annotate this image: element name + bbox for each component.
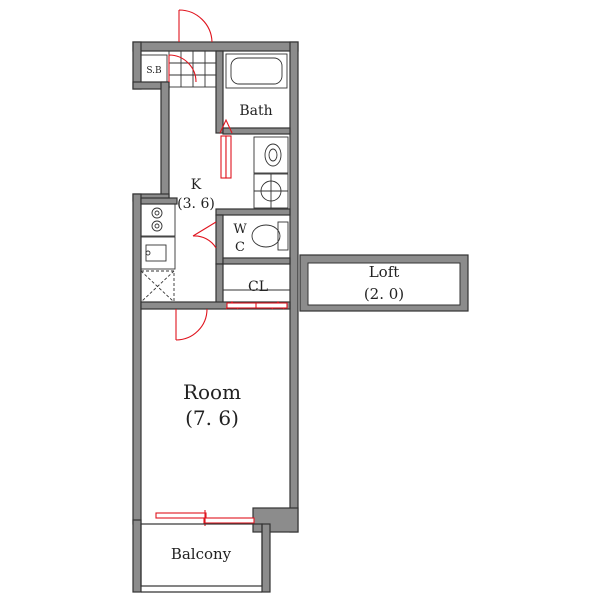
toilet-bowl xyxy=(251,224,281,248)
room-area: (7. 6) xyxy=(185,406,239,430)
stove xyxy=(140,203,176,237)
bath-door xyxy=(219,118,233,134)
bath-label: Bath xyxy=(239,103,272,119)
toilet-door xyxy=(192,221,217,249)
room-door xyxy=(175,308,208,341)
storage-label: S.B xyxy=(146,66,162,76)
bathtub xyxy=(225,53,288,89)
balcony xyxy=(132,519,263,593)
exterior-walls xyxy=(132,41,299,593)
fixtures xyxy=(140,53,290,303)
storage-box xyxy=(140,54,168,83)
loft-label: Loft xyxy=(369,263,400,281)
balcony-window xyxy=(155,512,207,519)
room-labels: S.B Bath K (3. 6) W C CL Loft (2. 0) Roo… xyxy=(146,66,404,563)
loft xyxy=(299,254,469,312)
loft-area: (2. 0) xyxy=(364,285,404,303)
toilet-tank xyxy=(277,221,289,251)
kitchen-sink xyxy=(140,236,176,270)
balcony-label: Balcony xyxy=(171,545,232,563)
kitchen-area: (3. 6) xyxy=(177,196,215,212)
washbasin xyxy=(253,136,289,174)
doors-and-windows xyxy=(155,9,288,526)
closet-label: CL xyxy=(248,279,268,295)
kitchen-label: K xyxy=(191,177,202,193)
toilet-label-w: W xyxy=(233,222,247,237)
room-label: Room xyxy=(183,380,241,404)
entrance-door xyxy=(178,9,213,43)
toilet-label-c: C xyxy=(235,240,245,255)
